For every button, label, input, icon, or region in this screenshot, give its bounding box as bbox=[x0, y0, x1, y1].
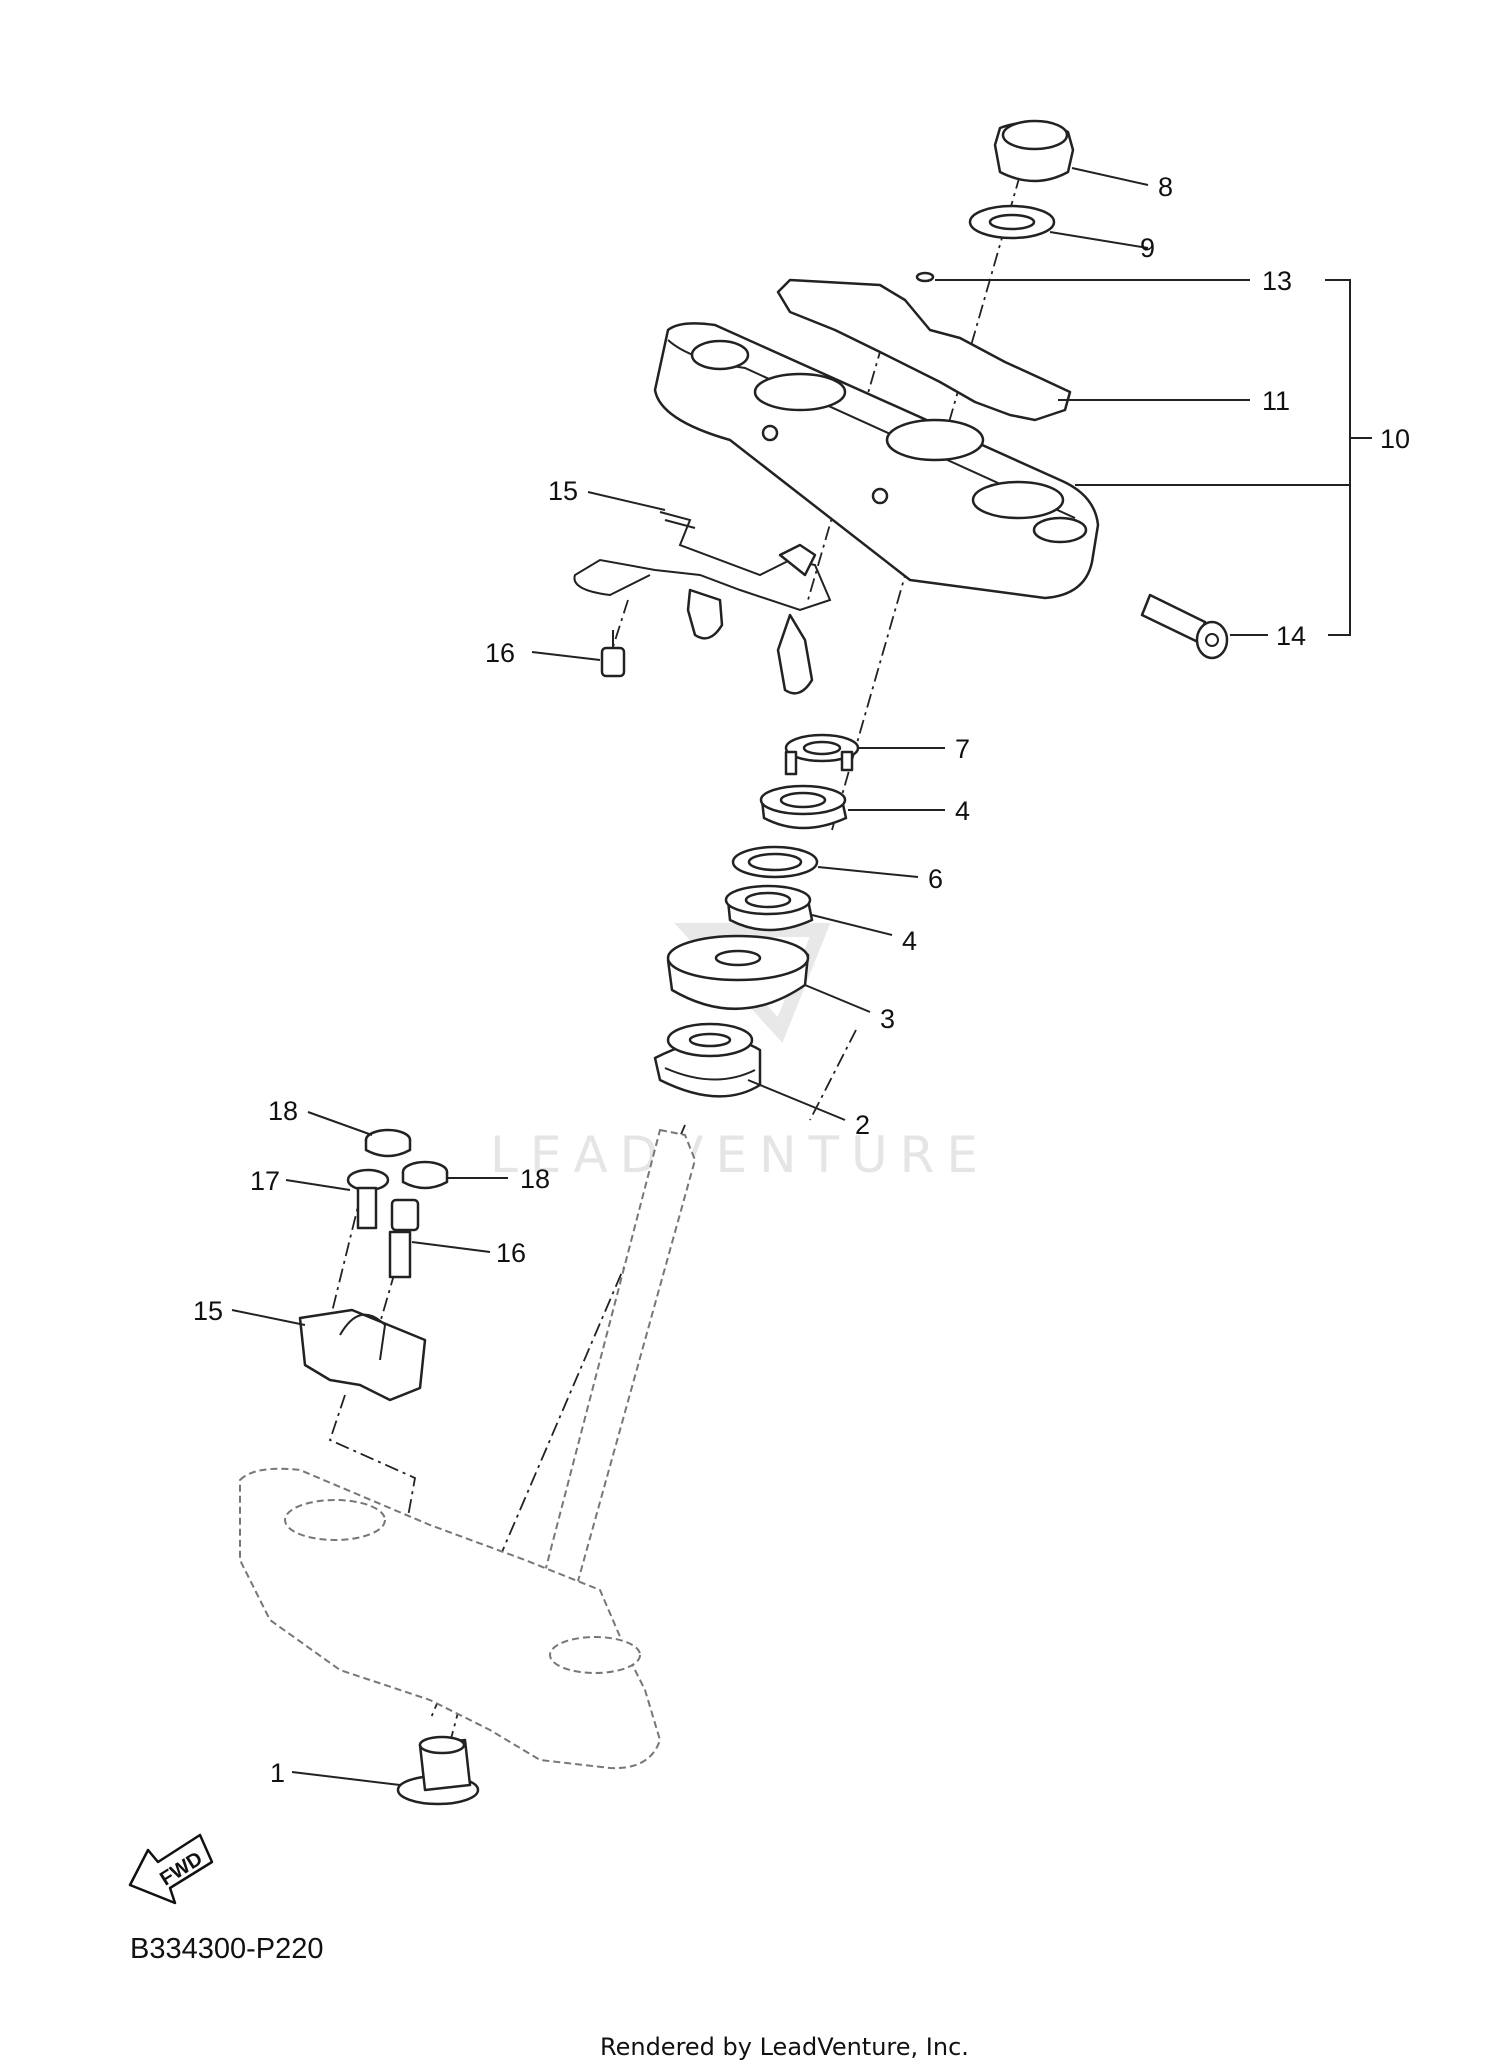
part-cap-18a bbox=[364, 1128, 412, 1158]
callout-2: 2 bbox=[855, 1110, 870, 1140]
callout-9: 10 bbox=[1380, 424, 1410, 454]
callout-5: 6 bbox=[928, 864, 943, 894]
part-long-bolt bbox=[1140, 593, 1229, 660]
callout-1: 1 bbox=[270, 1758, 285, 1788]
callout-4-upper: 4 bbox=[955, 796, 970, 826]
fwd-arrow-icon: FWD bbox=[128, 1833, 214, 1905]
callout-12: 14 bbox=[1276, 621, 1306, 651]
part-washer bbox=[968, 204, 1056, 240]
part-bolt-16 bbox=[388, 1198, 420, 1279]
callout-15: 15 bbox=[193, 1296, 223, 1326]
callout-13: 15 bbox=[548, 476, 578, 506]
callout-14: 16 bbox=[485, 638, 515, 668]
callout-leaders bbox=[231, 167, 1372, 1786]
part-ring-nut-lower bbox=[724, 884, 814, 932]
callout-numbers: 8 9 13 11 10 14 15 16 7 4 6 4 3 2 18 17 … bbox=[193, 172, 1410, 1788]
callout-3: 3 bbox=[880, 1004, 895, 1034]
callout-16: 16 bbox=[496, 1238, 526, 1268]
callout-17: 17 bbox=[250, 1166, 280, 1196]
part-bearing-cover bbox=[666, 934, 810, 1011]
callout-8: 9 bbox=[1140, 233, 1155, 263]
part-lock-washer bbox=[784, 733, 860, 776]
part-pin bbox=[915, 271, 935, 283]
diagram-code: B334300-P220 bbox=[130, 1933, 324, 1965]
part-rubber-washer bbox=[731, 845, 819, 879]
callout-18-lower: 18 bbox=[520, 1164, 550, 1194]
callout-11: 13 bbox=[1262, 266, 1292, 296]
render-credit: Rendered by LeadVenture, Inc. bbox=[600, 2033, 969, 2061]
part-upper-bracket bbox=[653, 322, 1100, 600]
callout-10: 11 bbox=[1262, 386, 1290, 416]
callout-6: 7 bbox=[955, 734, 970, 764]
callout-18-upper: 18 bbox=[268, 1096, 298, 1126]
callout-7: 8 bbox=[1158, 172, 1173, 202]
watermark-text: LEADVENTURE bbox=[490, 1126, 990, 1184]
part-tapered-bearing bbox=[653, 1022, 762, 1098]
part-cable-holder bbox=[298, 1308, 427, 1402]
part-cap-nut bbox=[993, 119, 1075, 183]
part-wire-bracket bbox=[573, 511, 832, 695]
part-ring-nut-upper bbox=[759, 784, 848, 830]
part-lower-collar bbox=[396, 1735, 480, 1806]
part-screw-17 bbox=[346, 1168, 390, 1230]
part-small-bolt bbox=[600, 630, 626, 678]
callout-4-lower: 4 bbox=[902, 926, 917, 956]
part-lower-bracket-stem bbox=[239, 1128, 697, 1770]
part-cap-18b bbox=[401, 1160, 449, 1190]
